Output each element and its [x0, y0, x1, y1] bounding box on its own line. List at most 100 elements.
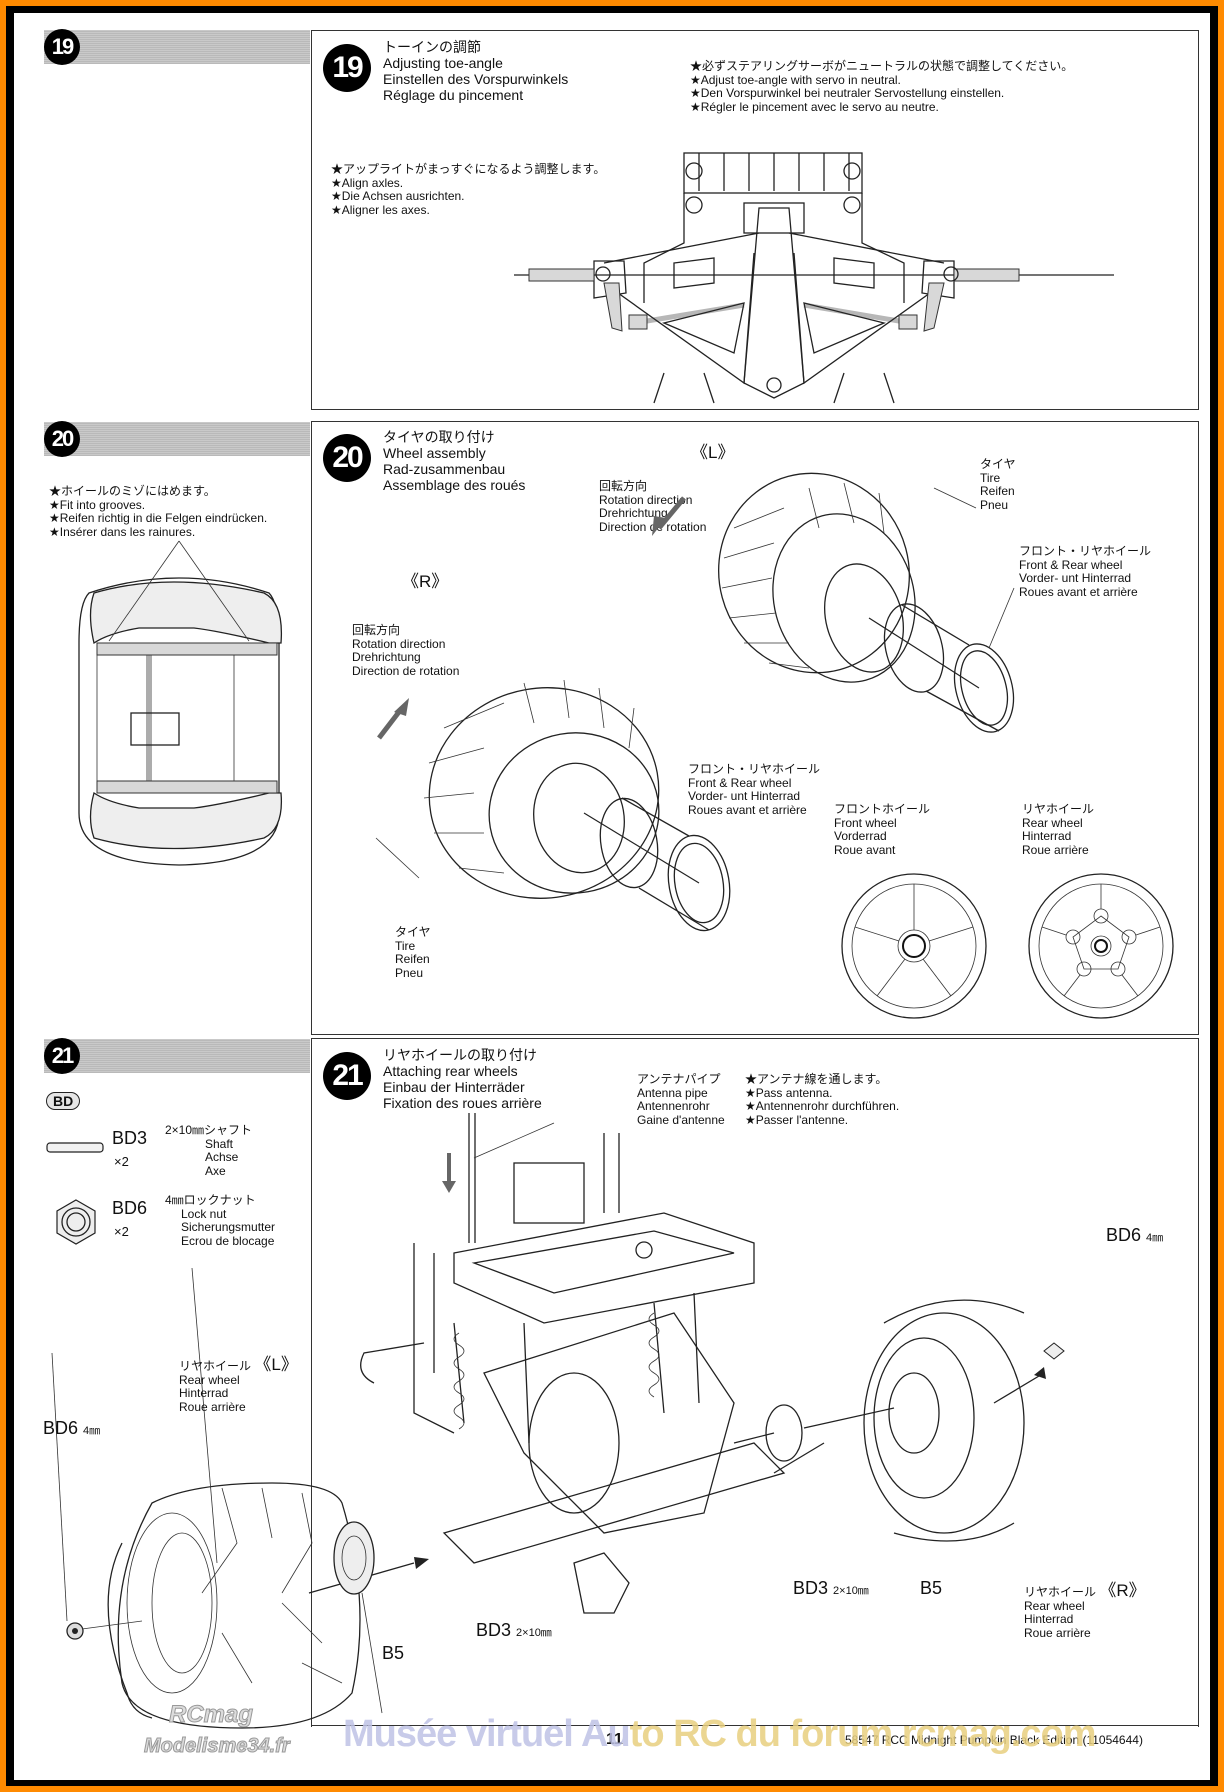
antenna-pipe-label: アンテナパイプ Antenna pipe Antennenrohr Gaine … [637, 1072, 725, 1127]
callout-bd3-left: BD3 2×10㎜ [476, 1620, 552, 1641]
step20-title-jp: タイヤの取り付け [383, 429, 495, 445]
step20-badge: 20 [323, 434, 371, 482]
label-line: Hinterrad [1022, 829, 1072, 843]
watermark-modelisme-logo: Modelisme34.fr [144, 1735, 291, 1758]
label-line: 回転方向 [352, 623, 401, 637]
note-line: ★Den Vorspurwinkel bei neutraler Servost… [690, 86, 1005, 100]
note-line: ★Passer l'antenne. [745, 1112, 849, 1127]
label-line: Roues avant et arrière [1019, 584, 1138, 599]
note-line: ★ホイールのミゾにはめます。 [49, 484, 216, 498]
note-line: ★Adjust toe-angle with servo in neutral. [690, 72, 901, 87]
label-line: Rotation direction [599, 492, 693, 507]
step19-title-en: Adjusting toe-angle [383, 55, 503, 71]
note-line: ★Insérer dans les rainures. [49, 524, 196, 539]
part-name: Axe [205, 1163, 226, 1178]
label-line: タイヤ [980, 457, 1016, 471]
label-line: Antenna pipe [637, 1085, 708, 1100]
instruction-page: 19 19 トーインの調節 Adjusting toe-angle Einste… [14, 13, 1210, 1780]
tire-label-left: タイヤ Tire Reifen Pneu [980, 457, 1016, 512]
label-line: Roue arrière [179, 1399, 246, 1414]
label-line: Direction de rotation [352, 663, 460, 678]
part-name: Shaft [205, 1136, 234, 1151]
callout-bd6-right: BD6 4㎜ [1106, 1225, 1163, 1246]
label-line: Hinterrad [179, 1386, 229, 1400]
step20-side-badge: 20 [44, 421, 80, 457]
callout-size: 4㎜ [1146, 1232, 1164, 1244]
callout-size: 2×10㎜ [833, 1585, 869, 1597]
label-line: 回転方向 [599, 479, 648, 493]
rear-wheel-label: リヤホイール Rear wheel Hinterrad Roue arrière [1022, 802, 1095, 857]
note-line: ★Pass antenna. [745, 1085, 833, 1100]
step20-side-header [44, 422, 310, 456]
note-line: ★Régler le pincement avec le servo au ne… [690, 99, 939, 114]
note-line: ★Fit into grooves. [49, 497, 146, 512]
part-size: 4㎜ロックナット [165, 1193, 256, 1207]
part-bd6-code: BD6 [112, 1198, 148, 1218]
label-line: Front wheel [834, 815, 897, 830]
rear-chassis-assembly-diagram [308, 1113, 1065, 1614]
step19-panel [311, 30, 1199, 410]
right-marker: 《R》 [1099, 1581, 1146, 1600]
part-bd6-qty: ×2 [114, 1224, 129, 1239]
step21-side-badge: 21 [44, 1038, 80, 1074]
right-marker: 《R》 [402, 572, 449, 591]
rear-wheel-face-diagram [1028, 873, 1174, 1019]
watermark-part: to RC du forum rcmag.com [629, 1713, 1097, 1755]
note-line: ★Aligner les axes. [331, 202, 430, 217]
parts-bag-tag: BD [46, 1092, 81, 1110]
callout-b5-right: B5 [920, 1578, 943, 1598]
label-line: Roue avant [834, 842, 896, 857]
step21-title-jp: リヤホイールの取り付け [383, 1047, 537, 1063]
front-suspension-diagram [514, 152, 1114, 404]
note-line: ★Reifen richtig in die Felgen eindrücken… [49, 511, 268, 525]
rear-wheel-right-label: リヤホイール 《R》 Rear wheel Hinterrad Roue arr… [1024, 1581, 1146, 1640]
note-line: ★アップライトがまっすぐになるよう調整します。 [331, 162, 606, 176]
step21-title: リヤホイールの取り付け Attaching rear wheels Einbau… [383, 1047, 542, 1111]
callout-code: BD3 [476, 1620, 512, 1640]
wheel-label-left: フロント・リヤホイール Front & Rear wheel Vorder- u… [1019, 544, 1152, 599]
right-tire-assembly-diagram [375, 679, 731, 932]
rear-wheel-left-label: リヤホイール 《L》 Rear wheel Hinterrad Roue arr… [179, 1356, 298, 1414]
part-name: Achse [205, 1150, 239, 1164]
part-bd6-desc: 4㎜ロックナット Lock nut Sicherungsmutter Ecrou… [165, 1193, 276, 1248]
label-line: Direction de rotation [599, 519, 707, 534]
part-name: Lock nut [181, 1206, 227, 1221]
step21-title-de: Einbau der Hinterräder [383, 1079, 525, 1095]
label-line: Tire [395, 938, 416, 953]
left-marker: 《L》 [691, 443, 735, 462]
callout-bd3-right: BD3 2×10㎜ [793, 1578, 869, 1599]
callout-b5-left: B5 [382, 1643, 405, 1663]
label-line: Hinterrad [1024, 1612, 1074, 1626]
label-line: リヤホイール [179, 1359, 252, 1373]
label-line: フロント・リヤホイール [1019, 544, 1152, 558]
callout-size: 4㎜ [83, 1425, 101, 1437]
label-line: Roue arrière [1022, 842, 1089, 857]
note-line: ★Die Achsen ausrichten. [331, 189, 465, 203]
note-line: ★Antennenrohr durchführen. [745, 1099, 900, 1113]
label-line: Drehrichtung [599, 506, 668, 520]
label-line: Antennenrohr [637, 1099, 710, 1113]
label-line: Front & Rear wheel [688, 775, 792, 790]
step19-axle-note: ★アップライトがまっすぐになるよう調整します。 ★Align axles. ★D… [331, 162, 606, 217]
part-bd3-qty: ×2 [114, 1154, 129, 1169]
front-wheel-label: フロントホイール Front wheel Vorderrad Roue avan… [834, 802, 930, 857]
step19-side-badge: 19 [44, 29, 80, 65]
label-line: Tire [980, 470, 1001, 485]
part-bd3-code: BD3 [112, 1128, 148, 1148]
label-line: Front & Rear wheel [1019, 557, 1123, 572]
page-number: 11 [606, 1731, 623, 1748]
step19-badge: 19 [323, 44, 371, 92]
left-rear-tire-diagram [51, 1267, 383, 1729]
label-line: Drehrichtung [352, 650, 421, 664]
label-line: Pneu [395, 965, 424, 980]
part-bd3-desc: 2×10㎜シャフト Shaft Achse Axe [165, 1123, 252, 1178]
step19-servo-note: ★必ずステアリングサーボがニュートラルの状態で調整してください。 ★Adjust… [690, 59, 1073, 114]
rotation-label-left: 回転方向 Rotation direction Drehrichtung Dir… [599, 479, 707, 534]
label-line: リヤホイール [1022, 802, 1095, 816]
label-line: Rear wheel [1024, 1598, 1085, 1613]
step21-badge: 21 [323, 1052, 371, 1100]
product-code: 58547 RCC Midnight Pumpkin Black Edition… [845, 1733, 1143, 1747]
callout-code: BD6 [43, 1418, 79, 1438]
part-name: Sicherungsmutter [181, 1220, 276, 1234]
watermark-part: Musée virtuel Au [343, 1713, 631, 1755]
